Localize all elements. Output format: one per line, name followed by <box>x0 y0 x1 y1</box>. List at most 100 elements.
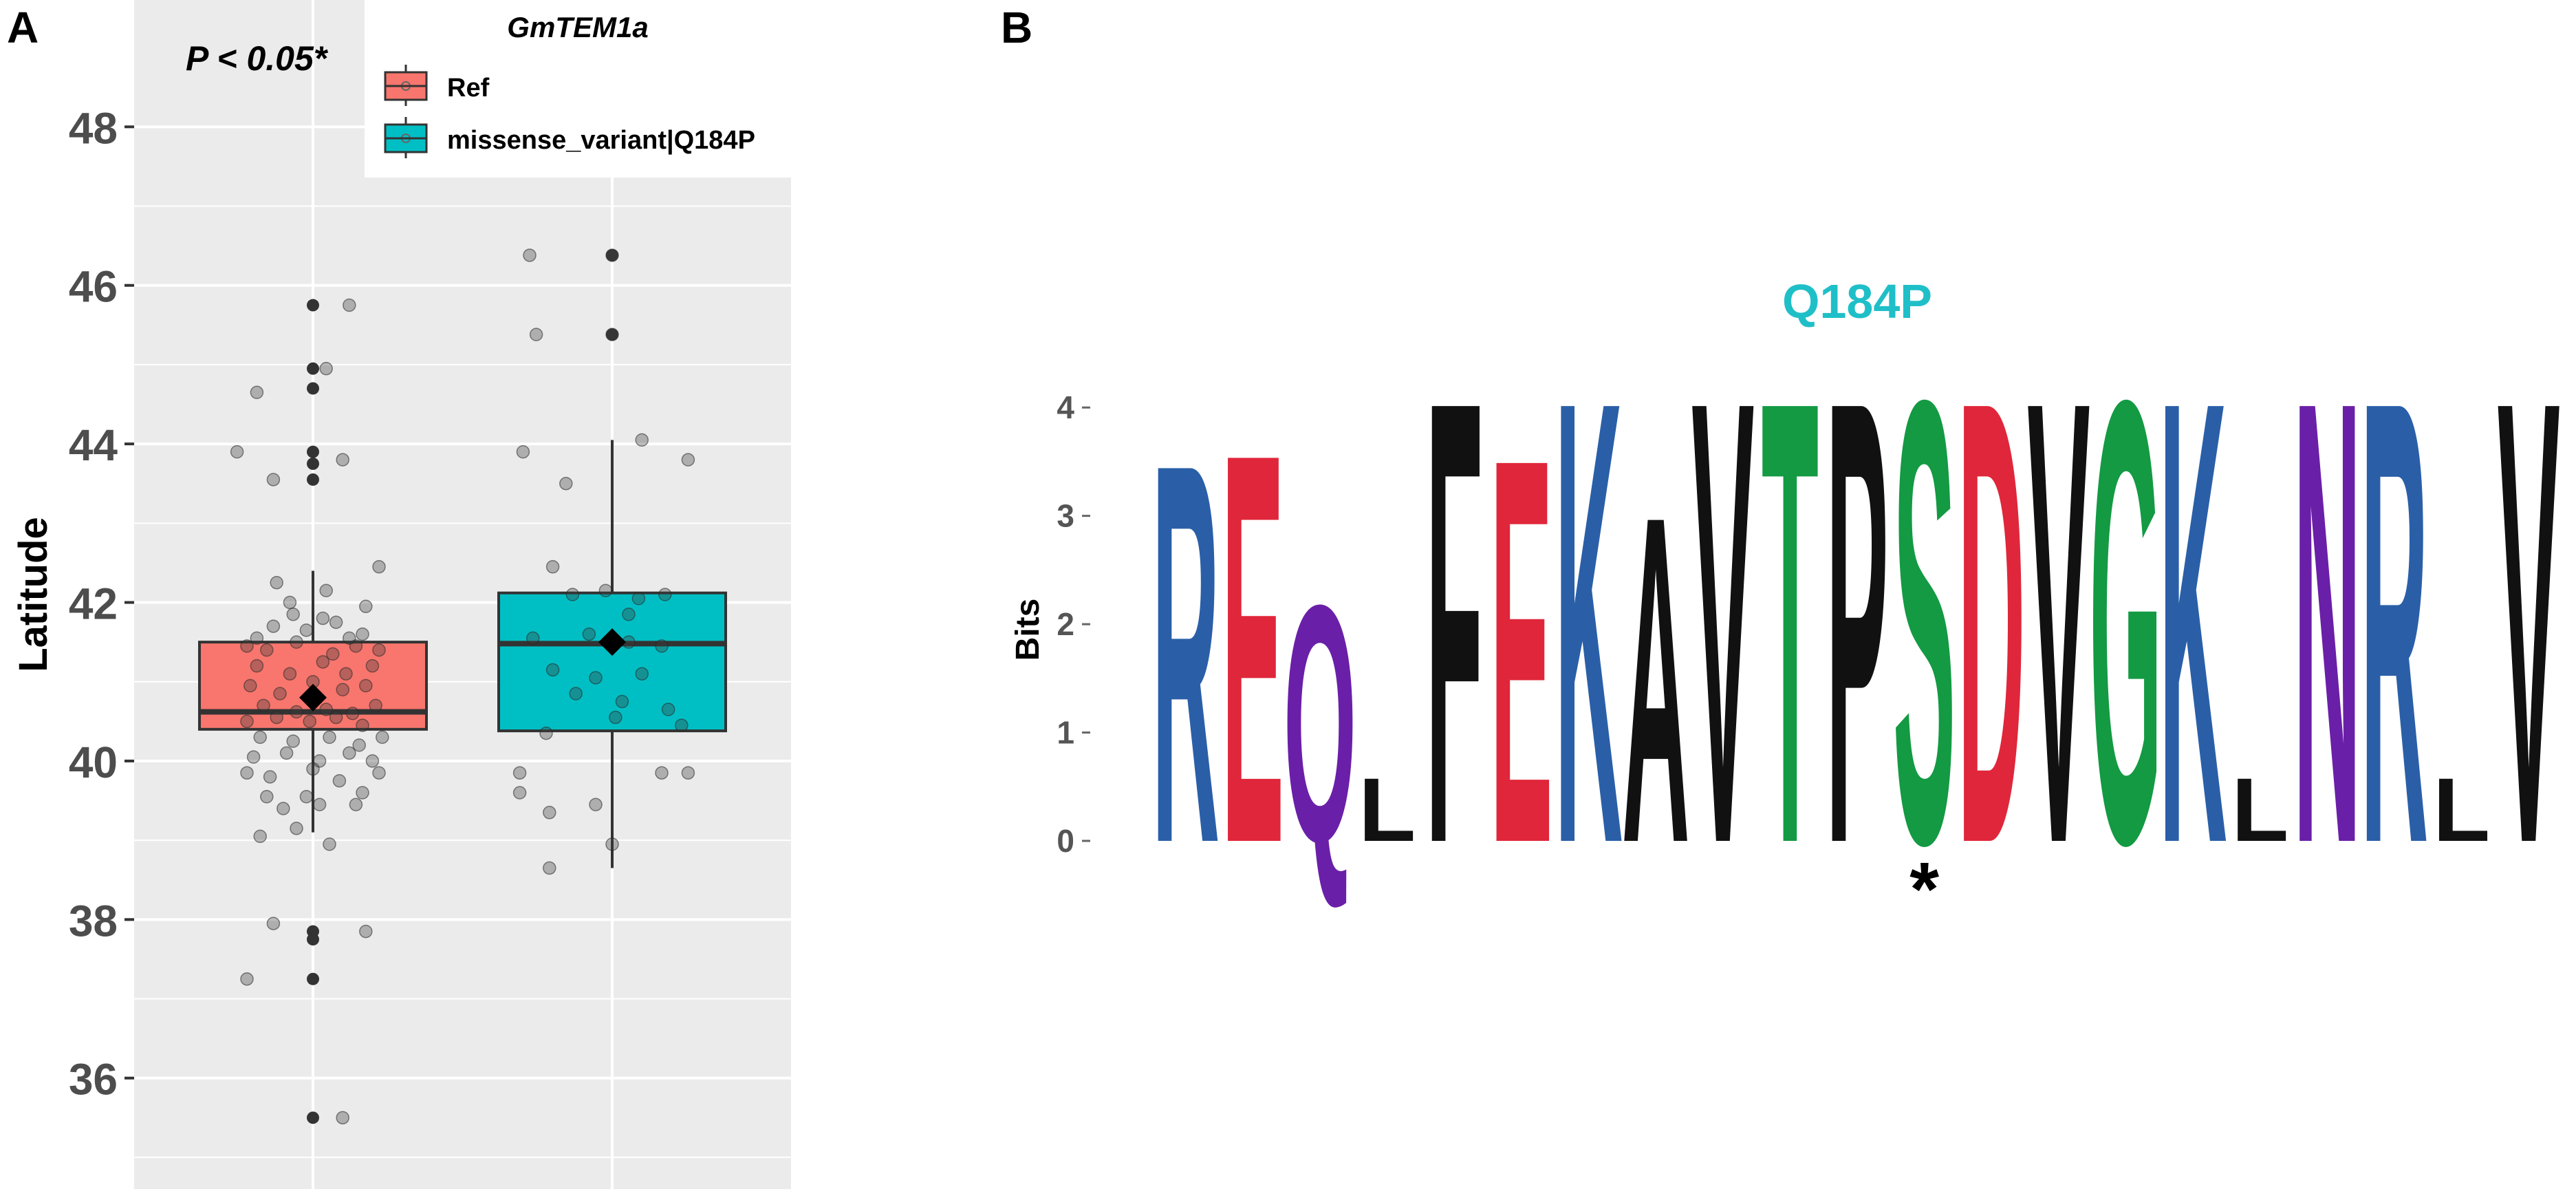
logo-letter-r: R <box>2361 270 2428 975</box>
jitter-point <box>609 710 623 725</box>
iqr-box <box>497 591 727 733</box>
logo-letter-d: D <box>1958 270 2025 975</box>
jitter-point <box>356 786 369 800</box>
jitter-point <box>372 643 386 657</box>
jitter-point <box>545 663 560 677</box>
mutation-site-marker: * <box>1909 847 1939 932</box>
mean-diamond <box>598 628 626 656</box>
jitter-point <box>240 972 254 986</box>
jitter-point <box>266 917 281 930</box>
legend-entry-variant: missense_variant|Q184P <box>447 126 755 155</box>
jitter-point <box>250 385 264 399</box>
jitter-point <box>365 754 380 768</box>
jitter-point <box>526 631 540 645</box>
logo-letter-k: K <box>1555 270 1622 975</box>
logo-letter-r: R <box>1152 351 1220 956</box>
jitter-point <box>273 687 287 700</box>
jitter-point <box>516 445 530 459</box>
jitter-point <box>598 584 613 597</box>
y-axis-label: Latitude <box>11 517 56 672</box>
jitter-point <box>559 476 573 491</box>
jitter-point <box>589 798 603 812</box>
jitter-point <box>250 659 264 673</box>
outlier-point <box>307 457 319 470</box>
logo-letter-e: E <box>1490 345 1552 958</box>
logo-letter-a: A <box>1622 418 1689 940</box>
jitter-point <box>615 694 629 709</box>
jitter-point <box>569 687 583 700</box>
jitter-point <box>681 453 695 467</box>
mean-diamond <box>299 683 327 712</box>
jitter-point <box>622 608 636 621</box>
jitter-point <box>299 623 314 637</box>
legend-title: GmTEM1a <box>507 11 648 43</box>
jitter-point <box>240 714 254 729</box>
legend-key-ref <box>384 65 428 106</box>
jitter-point <box>306 762 320 776</box>
jitter-point <box>661 703 675 716</box>
jitter-point <box>260 790 274 804</box>
jitter-point <box>253 829 267 844</box>
logo-letter-l: L <box>2433 760 2490 860</box>
jitter-point <box>359 678 373 693</box>
jitter-point <box>243 678 257 693</box>
jitter-point <box>345 707 360 720</box>
jitter-point <box>336 683 349 696</box>
outlier-point <box>307 382 319 395</box>
jitter-point <box>319 584 333 597</box>
jitter-point <box>655 639 669 653</box>
jitter-point <box>323 837 336 851</box>
logo-letter-v: V <box>2027 270 2090 975</box>
jitter-point <box>658 588 672 601</box>
jitter-point <box>240 639 254 653</box>
jitter-points <box>230 248 695 1125</box>
jitter-point <box>582 627 596 641</box>
bits-tick-label: 3 <box>1057 498 1074 534</box>
jitter-point <box>339 667 353 681</box>
logo-letter-t: T <box>1762 270 1819 975</box>
jitter-point <box>349 798 363 812</box>
jitter-point <box>286 608 300 621</box>
y-tick-label: 44 <box>69 420 118 470</box>
outlier-point <box>307 473 319 486</box>
jitter-point <box>303 714 316 729</box>
y-tick-label: 48 <box>69 103 118 153</box>
y-tick-label: 46 <box>69 262 118 312</box>
jitter-point <box>539 726 553 740</box>
jitter-point <box>290 822 303 835</box>
jitter-point <box>356 718 369 732</box>
logo-letter-n: N <box>2293 270 2361 975</box>
jitter-point <box>512 786 527 800</box>
jitter-point <box>545 559 560 574</box>
jitter-point <box>299 790 314 804</box>
logo-letter-e: E <box>1222 337 1284 959</box>
jitter-point <box>543 806 556 820</box>
jitter-point <box>359 924 373 939</box>
jitter-point <box>365 659 380 673</box>
boxplot-variant <box>497 248 727 868</box>
jitter-point <box>250 631 264 645</box>
bits-tick-label: 0 <box>1057 823 1074 859</box>
jitter-point <box>253 730 267 745</box>
jitter-point <box>270 575 283 590</box>
jitter-point <box>681 766 695 780</box>
jitter-point <box>230 445 244 459</box>
jitter-point <box>312 798 327 812</box>
bits-tick-label: 4 <box>1057 389 1074 425</box>
jitter-point <box>316 611 330 625</box>
jitter-point <box>359 599 373 614</box>
jitter-point <box>336 453 349 467</box>
jitter-point <box>655 766 669 780</box>
jitter-point <box>605 837 619 851</box>
jitter-point <box>631 592 646 606</box>
jitter-point <box>277 802 290 815</box>
logo-letter-l: L <box>2231 760 2288 860</box>
logo-letter-v: V <box>1691 270 1755 975</box>
panel-b-label: B <box>1001 3 1032 52</box>
logo-letter-p: P <box>1826 270 1889 975</box>
legend: GmTEM1a Ref missense_variant|Q184P <box>365 0 791 178</box>
